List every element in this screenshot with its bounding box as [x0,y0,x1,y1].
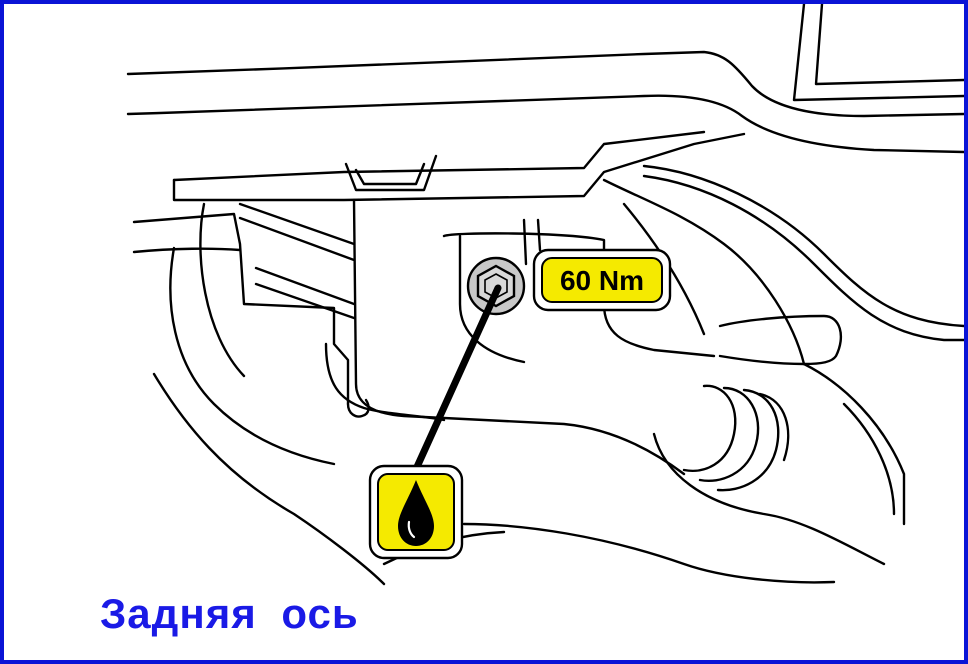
cv-boot-1 [684,386,735,471]
oil-drop-highlight [409,522,414,537]
oil-callout [370,466,462,558]
torque-callout-fill [542,258,662,302]
crossmember-tab [346,156,436,190]
left-strut-2 [256,268,354,318]
left-body [170,248,334,464]
diff-housing [354,200,684,474]
left-body-3 [200,204,244,376]
diff-side [524,220,540,264]
cv-boot-2 [700,388,758,481]
oil-leader-line [412,288,498,478]
caption-rear-axle: Задняя ось [100,590,359,637]
cv-boot-outline [654,434,884,564]
left-body-2 [154,374,384,584]
crossmember-tab-inner [356,164,424,184]
torque-callout: 60 Nm [534,250,670,310]
axle-linework [128,4,964,584]
diff-drain-tab [348,400,369,417]
diff-housing-rim [326,344,444,420]
rear-axle-drawing: 60 Nm [4,4,964,660]
left-housing-2 [134,249,240,252]
cv-boot-3 [718,390,778,490]
bottom-line [464,524,834,582]
right-hose-2 [644,166,964,326]
left-strut [240,204,354,260]
crossmember [174,134,744,200]
right-body [604,180,804,364]
right-hose [644,176,964,340]
upper-bracket-2 [816,4,964,84]
oil-drop-icon [398,480,434,546]
right-lower-2 [844,404,894,514]
top-rail [128,52,964,116]
right-lower [804,364,904,524]
torque-label: 60 Nm [560,265,644,296]
cv-boot-4 [760,394,788,460]
drive-shaft-top [720,316,841,364]
crossmember-top [174,132,704,180]
diff-front [444,233,714,356]
upper-bracket [794,4,964,100]
drive-shaft-bottom [720,356,804,364]
top-rail-lower [128,96,964,152]
left-housing [134,214,348,404]
